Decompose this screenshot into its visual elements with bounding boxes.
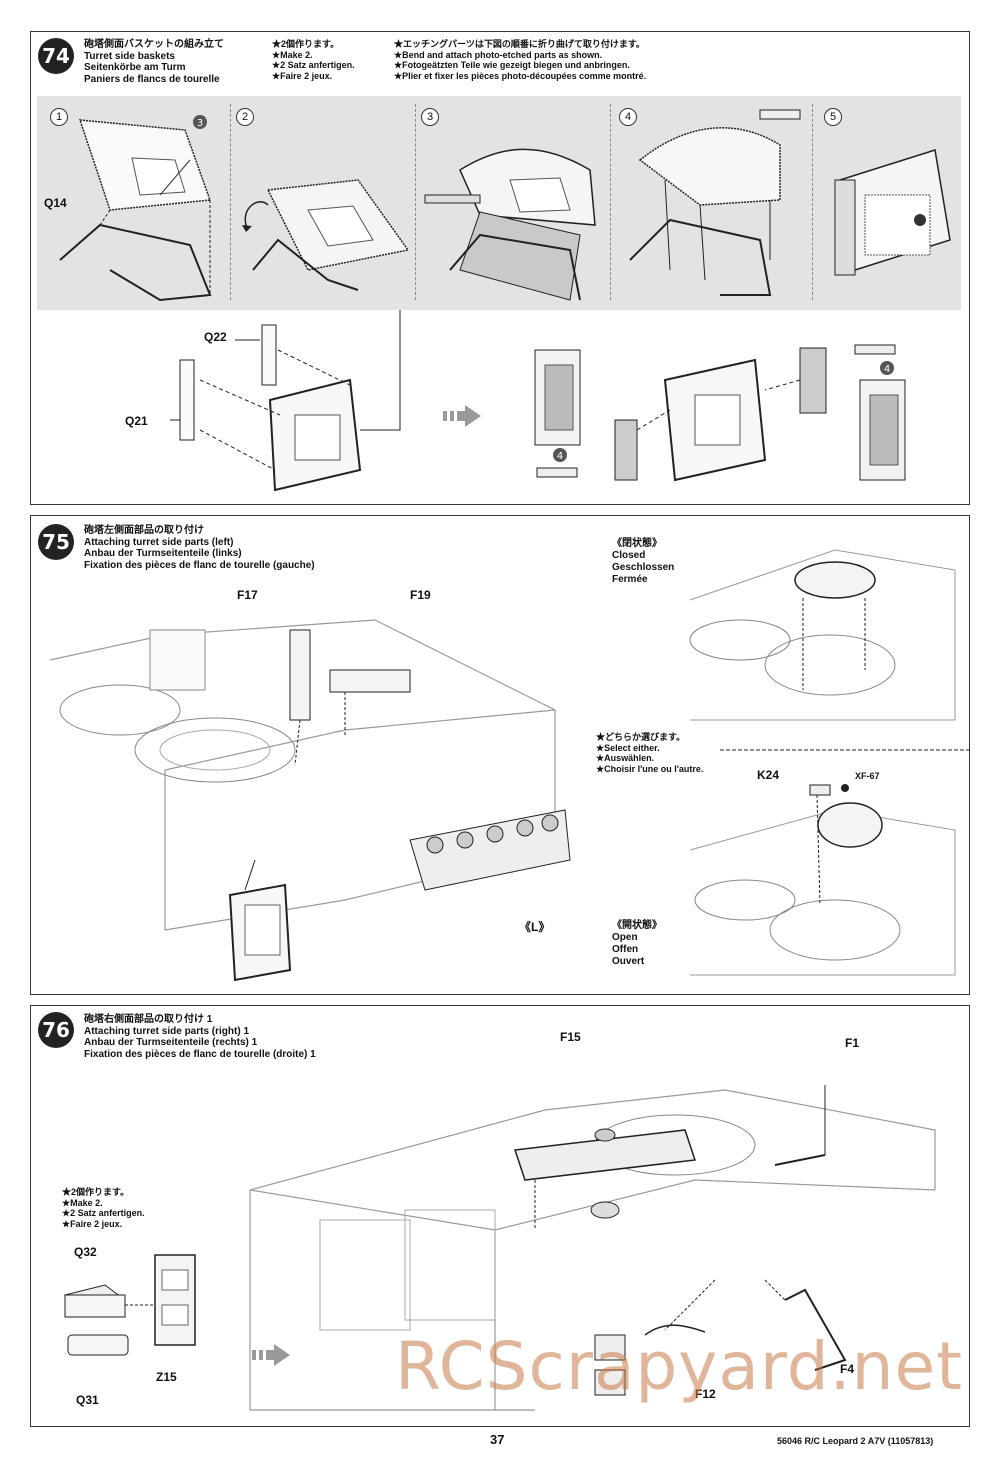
substep-4-basket-drawing bbox=[629, 109, 801, 296]
step-74-title-fr: Paniers de flancs de tourelle bbox=[84, 73, 220, 85]
substep-divider bbox=[812, 104, 813, 300]
substep-1-basket-drawing: 3 bbox=[59, 115, 212, 302]
step-76-number: 76 bbox=[38, 1012, 74, 1048]
closed-state-label: 《閉状態》 Closed Geschlossen Fermée bbox=[612, 538, 675, 585]
step-75-number: 75 bbox=[38, 524, 74, 560]
substep-3-basket-drawing bbox=[424, 148, 596, 301]
watermark-text: RCScrapyard.net bbox=[395, 1328, 963, 1405]
substep-5-basket-drawing bbox=[834, 149, 951, 276]
part-label-f1: F1 bbox=[845, 1036, 860, 1050]
substep-divider bbox=[610, 104, 611, 300]
part-label-l: 《L》 bbox=[519, 920, 551, 934]
step-74-title: 砲塔側面バスケットの組み立て Turret side baskets Seite… bbox=[84, 39, 224, 85]
part-label-q32: Q32 bbox=[74, 1245, 97, 1259]
part-label-f4: F4 bbox=[840, 1362, 855, 1376]
step-76-make-note: ★2個作ります。 ★Make 2. ★2 Satz anfertigen. ★F… bbox=[62, 1187, 145, 1229]
part-label-q21: Q21 bbox=[125, 414, 148, 428]
step-74-connector-line bbox=[360, 310, 401, 431]
select-either-note: ★どちらか選びます。 ★Select either. ★Auswählen. ★… bbox=[596, 732, 704, 774]
substep-1-number: 1 bbox=[50, 108, 68, 126]
select-separator-line bbox=[720, 749, 970, 751]
substep-4-number: 4 bbox=[619, 108, 637, 126]
substep-2-basket-drawing bbox=[242, 179, 410, 291]
part-label-q22: Q22 bbox=[204, 330, 227, 344]
substep-2-number: 2 bbox=[236, 108, 254, 126]
step-74-title-ja: 砲塔側面バスケットの組み立て bbox=[84, 39, 224, 50]
process-arrow-icon bbox=[443, 405, 481, 427]
step-74-title-en: Turret side baskets bbox=[84, 50, 175, 62]
callout-3-icon: 3 bbox=[197, 118, 203, 129]
closed-hatch-drawing bbox=[689, 549, 956, 721]
turret-left-side-drawing bbox=[49, 619, 571, 982]
step-74-bend-note: ★エッチングパーツは下図の順番に折り曲げて取り付けます。 ★Bend and a… bbox=[394, 39, 647, 81]
step-74-title-de: Seitenkörbe am Turm bbox=[84, 62, 186, 73]
part-label-f17: F17 bbox=[237, 588, 258, 602]
part-label-f19: F19 bbox=[410, 588, 431, 602]
turret-right-side-drawing bbox=[249, 1085, 936, 1411]
periscope-subassembly-drawing bbox=[63, 1254, 196, 1356]
product-code: 56046 R/C Leopard 2 A7V (11057813) bbox=[777, 1436, 934, 1446]
part-label-k24: K24 bbox=[757, 768, 780, 782]
side-basket-assembly-drawing bbox=[170, 324, 362, 492]
part-label-q14: Q14 bbox=[44, 196, 67, 210]
part-label-z15: Z15 bbox=[156, 1370, 177, 1384]
page-number: 37 bbox=[490, 1432, 505, 1447]
open-state-label: 《開状態》 Open Offen Ouvert bbox=[612, 920, 662, 967]
substep-divider bbox=[230, 104, 231, 300]
step-74-make-note: ★2個作ります。 ★Make 2. ★2 Satz anfertigen. ★F… bbox=[272, 39, 355, 81]
process-arrow-icon bbox=[252, 1344, 290, 1366]
part-label-q31: Q31 bbox=[76, 1393, 99, 1407]
part-label-f15: F15 bbox=[560, 1030, 581, 1044]
substep-3-number: 3 bbox=[421, 108, 439, 126]
substep-5-number: 5 bbox=[824, 108, 842, 126]
part-label-f12: F12 bbox=[695, 1387, 716, 1401]
open-hatch-drawing bbox=[689, 784, 956, 976]
step-76-title: 砲塔右側面部品の取り付け 1 Attaching turret side par… bbox=[84, 1014, 316, 1060]
step-76-panel bbox=[30, 1005, 970, 1427]
substep-divider bbox=[415, 104, 416, 300]
paint-label-xf67: XF-67 bbox=[855, 771, 880, 781]
step-74-number: 74 bbox=[38, 38, 74, 74]
photo-etch-attachment-drawing: 4 4 bbox=[534, 344, 906, 482]
callout-4-icon: 4 bbox=[884, 364, 890, 375]
step-75-title: 砲塔左側面部品の取り付け Attaching turret side parts… bbox=[84, 525, 315, 571]
callout-4-icon: 4 bbox=[557, 451, 563, 462]
